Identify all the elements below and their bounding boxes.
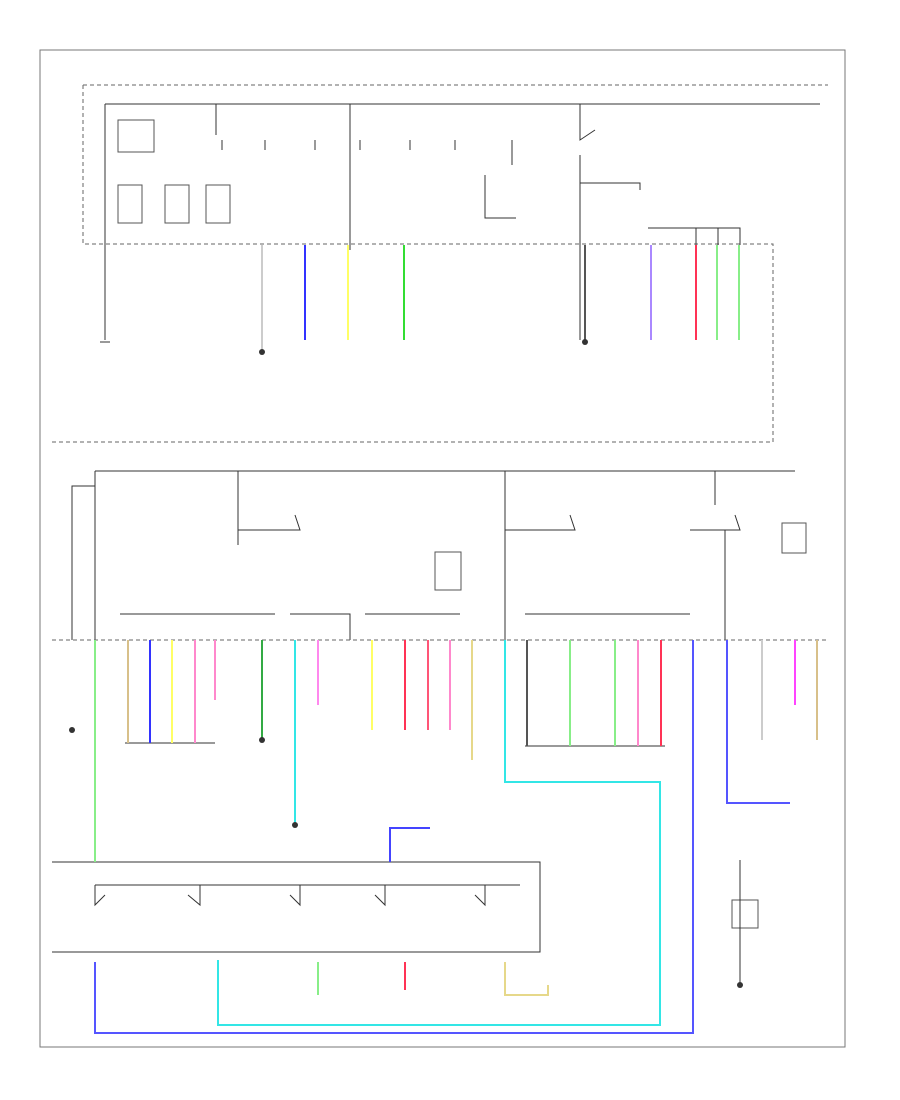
relay-box-4: [205, 184, 231, 224]
top-right-switch: [579, 104, 596, 141]
module-box-right: [781, 522, 807, 554]
top-section: [52, 84, 828, 443]
wire-blue-mid: [389, 827, 430, 862]
relay-bottom-2: [505, 514, 576, 531]
top-right-relay: [484, 175, 516, 219]
top-colored-wires: [261, 245, 740, 350]
switch-group: [94, 885, 486, 907]
module-box-mid: [434, 551, 462, 591]
top-connector-dots: [259, 339, 588, 355]
relay-box-1: [117, 119, 155, 153]
wire-blue-right: [726, 640, 790, 804]
relay-bottom-1: [238, 514, 301, 531]
bottom-section: [52, 470, 828, 985]
dist-line-2: [290, 613, 351, 640]
diagram-frame: [39, 49, 846, 1048]
relay-box-2: [117, 184, 143, 224]
relay-box-3: [164, 184, 190, 224]
bottom-bus-left: [71, 471, 96, 640]
top-right-split: [648, 227, 741, 245]
bottom-connector-dots: [69, 727, 743, 988]
wire-blue-long: [94, 640, 694, 1034]
top-dashed-boundary-lower: [52, 85, 774, 443]
module-box-bottom-right: [731, 899, 759, 929]
bottom-colored-wires: [94, 640, 818, 1034]
relay-bottom-3: [690, 514, 741, 531]
wire-cyan-long: [217, 640, 661, 1026]
wire-tan-4: [504, 962, 549, 996]
top-right-branch: [580, 182, 641, 190]
switch-module-boundary: [52, 861, 541, 953]
